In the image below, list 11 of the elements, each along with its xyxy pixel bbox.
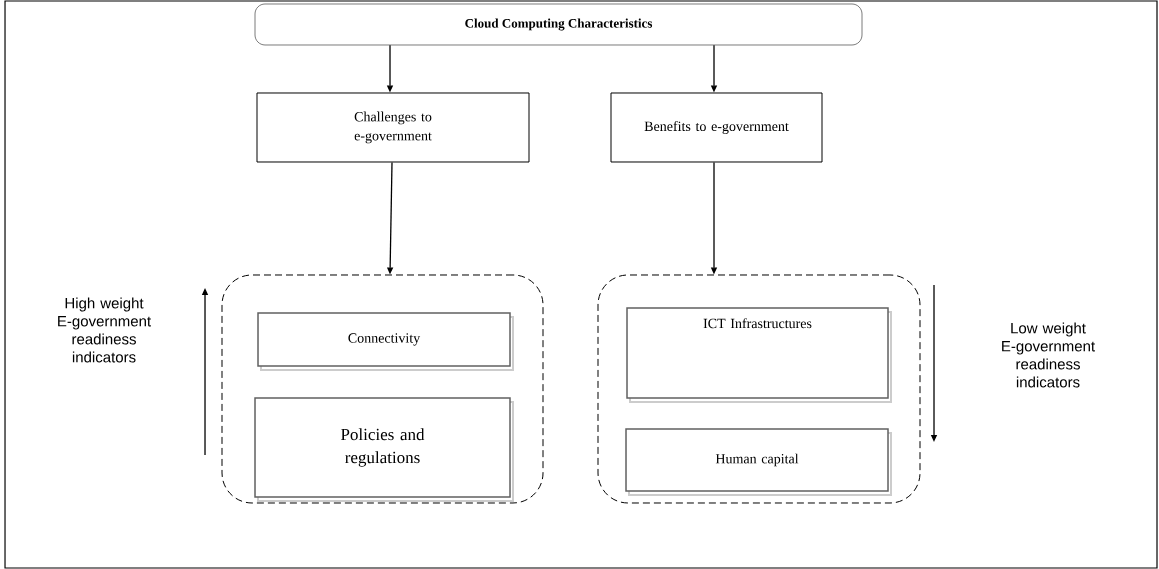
indicator-box: ICT Infrastructures: [626, 307, 892, 403]
title-box: Cloud Computing Characteristics: [254, 3, 863, 46]
indicator-box: Human capital: [625, 428, 892, 496]
indicator-box: Policies and regulations: [254, 397, 514, 502]
side-label: High weight E-government readiness indicators: [58, 297, 151, 363]
dashed-group: [221, 274, 544, 504]
indicator-box: Connectivity: [257, 312, 514, 371]
process-box: Challenges to e-government: [256, 92, 530, 163]
side-label: Low weight E-government readiness indicators: [1002, 322, 1095, 388]
dashed-group: [597, 274, 921, 504]
process-box: Benefits to e-government: [610, 92, 823, 163]
